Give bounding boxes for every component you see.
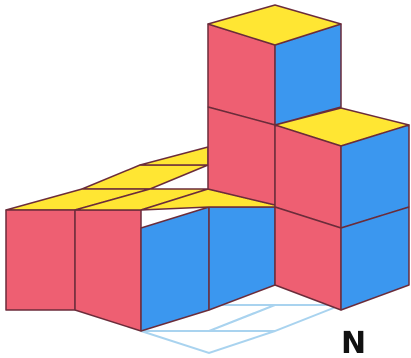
floor-cell-2	[208, 304, 342, 332]
corner-label: N	[341, 326, 366, 358]
top-face-1	[81, 164, 209, 190]
front-face-13	[207, 106, 276, 206]
floor-cell-3	[140, 330, 276, 355]
front-face-4	[5, 209, 76, 311]
front-face-5	[74, 209, 142, 332]
side-face-8	[208, 206, 276, 311]
side-face-7	[140, 206, 210, 332]
side-face-18	[340, 206, 410, 311]
cube-stack	[5, 4, 410, 332]
top-face-12	[207, 4, 342, 46]
top-face-2	[139, 146, 209, 166]
